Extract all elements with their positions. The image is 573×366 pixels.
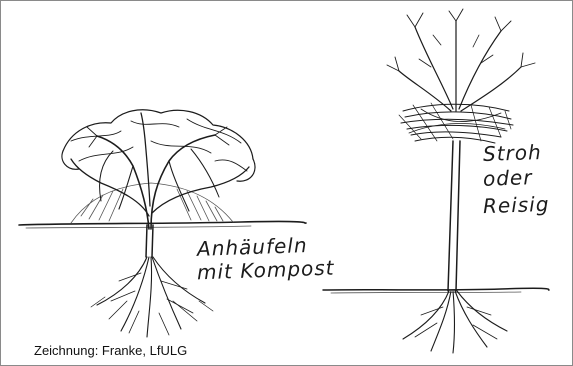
right-trunk [448, 141, 460, 291]
bare-twigs [387, 9, 535, 111]
left-roots [91, 257, 213, 337]
straw-label-line1: Stroh [483, 140, 542, 166]
left-trunk [146, 225, 153, 257]
image-credit-caption: Zeichnung: Franke, LfULG [34, 343, 187, 358]
right-ground-line [323, 288, 549, 293]
mound-label-line2: mit Kompost [197, 256, 335, 285]
right-roots [403, 291, 507, 353]
straw-label-line3: Reisig [483, 192, 550, 218]
straw-label-line2: oder [483, 165, 533, 191]
left-ground-line [19, 221, 306, 228]
left-crown [62, 110, 255, 229]
